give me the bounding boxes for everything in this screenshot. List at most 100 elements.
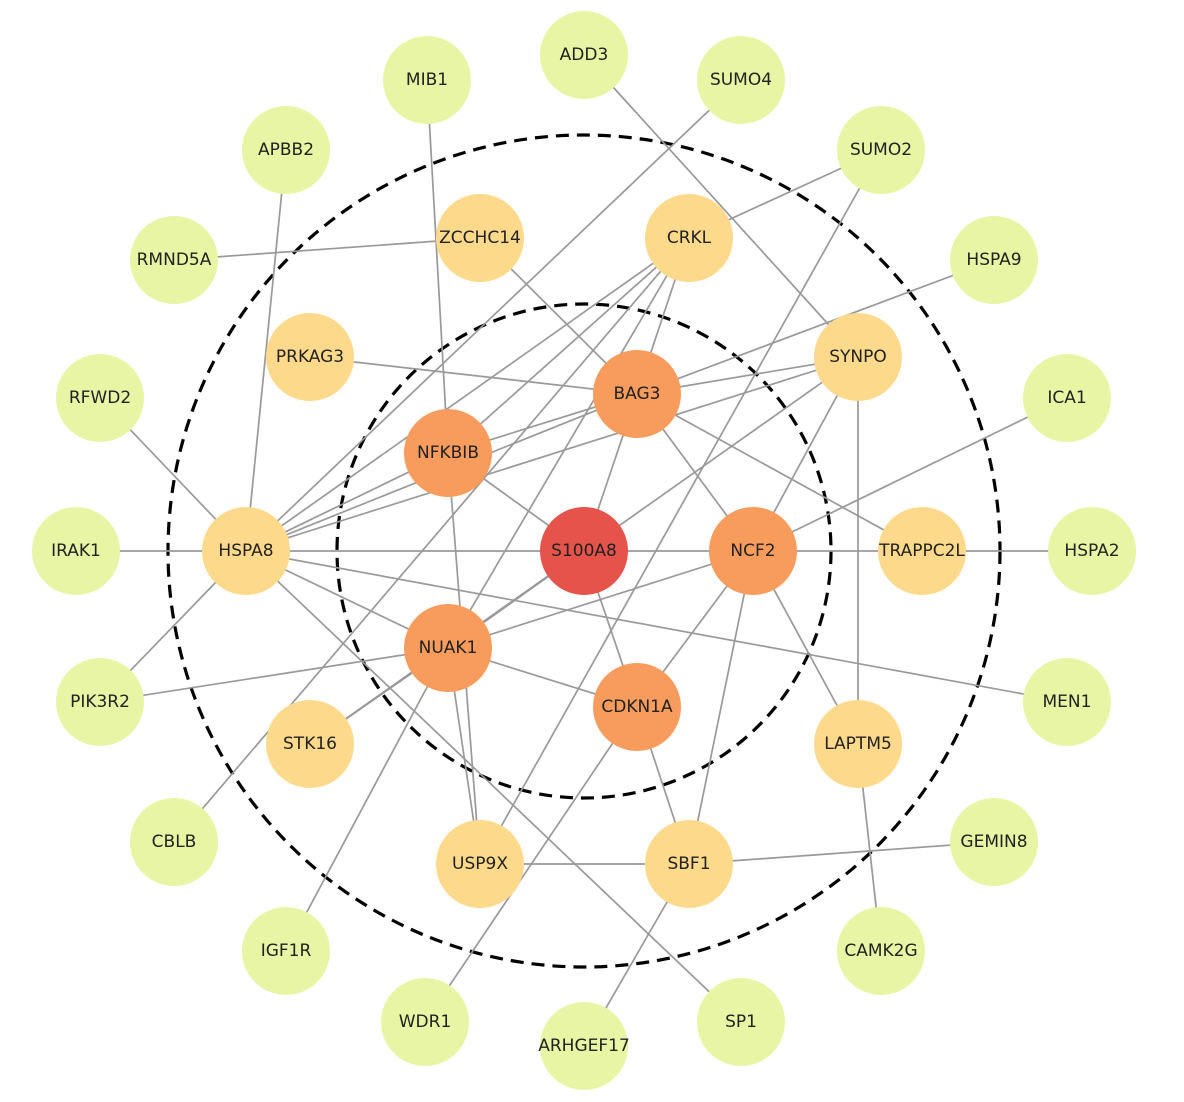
node-mib1[interactable]: MIB1 — [383, 36, 471, 124]
node-circle-gemin8 — [950, 798, 1038, 886]
node-circle-apbb2 — [242, 106, 330, 194]
node-label-trappc2l: TRAPPC2L — [878, 541, 965, 561]
node-cdkn1a[interactable]: CDKN1A — [593, 663, 681, 751]
edge-bag3-trappc2l — [636, 393, 923, 552]
node-label-arhgef17: ARHGEF17 — [538, 1036, 630, 1056]
node-sbf1[interactable]: SBF1 — [645, 820, 733, 908]
node-rfwd2[interactable]: RFWD2 — [56, 354, 144, 442]
node-label-prkag3: PRKAG3 — [276, 347, 344, 367]
node-camk2g[interactable]: CAMK2G — [837, 907, 925, 995]
node-circle-pik3r2 — [56, 658, 144, 746]
node-circle-arhgef17 — [540, 1002, 628, 1090]
node-label-sp1: SP1 — [725, 1012, 757, 1032]
node-circle-stk16 — [266, 700, 354, 788]
node-circle-camk2g — [837, 907, 925, 995]
node-circle-crkl — [645, 194, 733, 282]
node-irak1[interactable]: IRAK1 — [32, 507, 120, 595]
edge-nfkbib-mib1 — [426, 79, 449, 454]
node-circle-sbf1 — [645, 820, 733, 908]
node-label-usp9x: USP9X — [452, 854, 508, 874]
node-stk16[interactable]: STK16 — [266, 700, 354, 788]
node-circle-rfwd2 — [56, 354, 144, 442]
node-igf1r[interactable]: IGF1R — [242, 907, 330, 995]
node-label-rfwd2: RFWD2 — [69, 388, 131, 408]
node-gemin8[interactable]: GEMIN8 — [950, 798, 1038, 886]
node-ncf2[interactable]: NCF2 — [709, 507, 797, 595]
node-label-nfkbib: NFKBIB — [417, 443, 479, 463]
node-rmnd5a[interactable]: RMND5A — [130, 216, 218, 304]
edge-zcchc14-rmnd5a — [173, 237, 481, 261]
node-bag3[interactable]: BAG3 — [593, 350, 681, 438]
node-circle-sumo2 — [837, 106, 925, 194]
node-hspa9[interactable]: HSPA9 — [950, 216, 1038, 304]
node-prkag3[interactable]: PRKAG3 — [266, 313, 354, 401]
node-label-synpo: SYNPO — [829, 347, 887, 367]
node-label-sumo2: SUMO2 — [850, 140, 912, 160]
node-apbb2[interactable]: APBB2 — [242, 106, 330, 194]
edge-add3-synpo — [583, 54, 859, 358]
node-cblb[interactable]: CBLB — [130, 798, 218, 886]
node-label-igf1r: IGF1R — [261, 941, 312, 961]
node-sumo2[interactable]: SUMO2 — [837, 106, 925, 194]
node-men1[interactable]: MEN1 — [1023, 658, 1111, 746]
node-circle-s100a8 — [540, 507, 628, 595]
node-circle-hspa2 — [1048, 507, 1136, 595]
node-pik3r2[interactable]: PIK3R2 — [56, 658, 144, 746]
node-label-bag3: BAG3 — [614, 384, 661, 404]
node-circle-prkag3 — [266, 313, 354, 401]
node-ica1[interactable]: ICA1 — [1023, 354, 1111, 442]
node-label-rmnd5a: RMND5A — [137, 250, 212, 270]
node-circle-bag3 — [593, 350, 681, 438]
node-circle-laptm5 — [814, 700, 902, 788]
node-usp9x[interactable]: USP9X — [436, 820, 524, 908]
edge-layer — [76, 54, 1092, 1047]
edge-sbf1-gemin8 — [688, 841, 995, 865]
node-sumo4[interactable]: SUMO4 — [697, 36, 785, 124]
edge-crkl-nuak1 — [447, 237, 690, 649]
node-circle-synpo — [814, 313, 902, 401]
node-trappc2l[interactable]: TRAPPC2L — [878, 507, 966, 595]
node-circle-nuak1 — [404, 604, 492, 692]
edge-nuak1-igf1r — [285, 647, 449, 952]
node-wdr1[interactable]: WDR1 — [381, 978, 469, 1066]
node-label-add3: ADD3 — [560, 45, 609, 65]
node-crkl[interactable]: CRKL — [645, 194, 733, 282]
node-add3[interactable]: ADD3 — [540, 11, 628, 99]
node-laptm5[interactable]: LAPTM5 — [814, 700, 902, 788]
edge-nfkbib-crkl — [447, 237, 690, 454]
node-label-ica1: ICA1 — [1047, 388, 1086, 408]
node-circle-men1 — [1023, 658, 1111, 746]
node-sp1[interactable]: SP1 — [697, 978, 785, 1066]
node-circle-igf1r — [242, 907, 330, 995]
node-hspa8[interactable]: HSPA8 — [202, 507, 290, 595]
node-label-zcchc14: ZCCHC14 — [439, 228, 521, 248]
node-label-pik3r2: PIK3R2 — [70, 692, 130, 712]
node-label-wdr1: WDR1 — [399, 1012, 452, 1032]
node-hspa2[interactable]: HSPA2 — [1048, 507, 1136, 595]
node-arhgef17[interactable]: ARHGEF17 — [538, 1002, 630, 1090]
node-circle-trappc2l — [878, 507, 966, 595]
node-circle-ica1 — [1023, 354, 1111, 442]
node-circle-cblb — [130, 798, 218, 886]
edge-sumo2-usp9x — [479, 149, 882, 865]
node-circle-irak1 — [32, 507, 120, 595]
node-zcchc14[interactable]: ZCCHC14 — [436, 194, 524, 282]
edge-cblb-crkl — [173, 237, 690, 843]
node-circle-ncf2 — [709, 507, 797, 595]
node-nfkbib[interactable]: NFKBIB — [404, 409, 492, 497]
node-label-hspa9: HSPA9 — [966, 250, 1021, 270]
edge-ncf2-sbf1 — [688, 550, 754, 865]
node-label-sumo4: SUMO4 — [710, 70, 772, 90]
node-label-apbb2: APBB2 — [258, 140, 314, 160]
edge-bag3-hspa9 — [636, 259, 995, 395]
edge-ncf2-nuak1 — [447, 550, 754, 649]
node-circle-wdr1 — [381, 978, 469, 1066]
node-s100a8[interactable]: S100A8 — [540, 507, 628, 595]
node-synpo[interactable]: SYNPO — [814, 313, 902, 401]
node-label-cdkn1a: CDKN1A — [601, 697, 673, 717]
edge-crkl-hspa8 — [245, 237, 690, 552]
node-nuak1[interactable]: NUAK1 — [404, 604, 492, 692]
node-label-gemin8: GEMIN8 — [960, 832, 1027, 852]
